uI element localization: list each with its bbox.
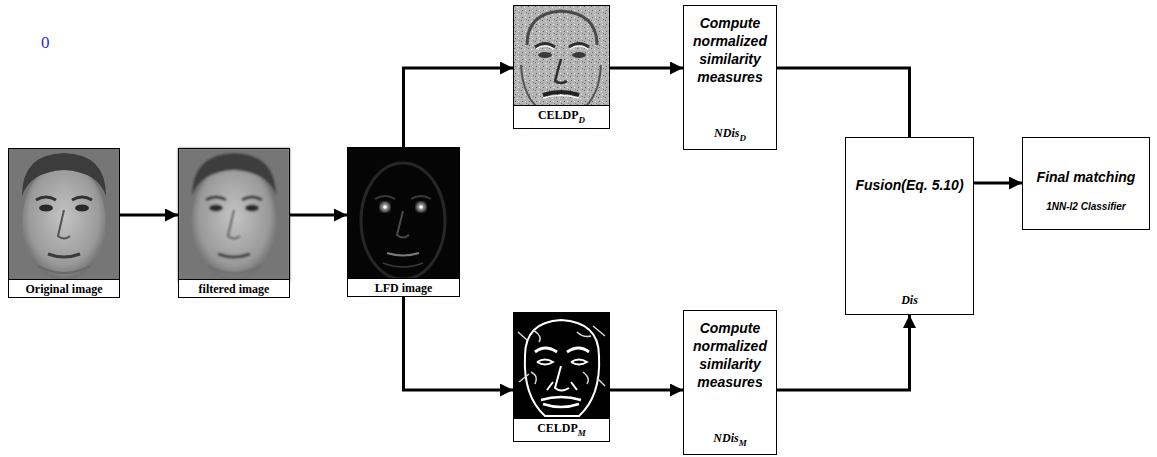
lfd-eye [380,202,390,212]
text-line: 1NN-l2 Classifier [1027,196,1145,214]
flow-arrow [777,68,910,137]
celdp-m-ground [513,312,610,424]
celdp-m-image [513,312,610,424]
lfd-chin [383,263,423,267]
text-line: LFD image [348,278,459,296]
subscript: D [579,115,586,125]
celdp-m-nose [547,366,577,391]
feature-image-box: CELDPD [513,5,610,129]
celdp-m-brows [535,348,589,352]
celdp-m-eyes [537,360,587,365]
process-box: Compute normalized similarity measuresND… [683,310,777,455]
celdp-d-texture [513,5,610,113]
text-line: Original image [9,279,119,297]
celdp-d-image [513,5,610,113]
celdp-d-mouth [543,92,579,95]
classifier-box: Final matching 1NN-l2 Classifier [1022,137,1150,230]
lfd-eye [416,202,426,212]
subscript: D [739,133,746,143]
text-line: Dis [850,290,969,308]
flow-arrow [290,214,347,217]
node-text: NDis [714,126,739,140]
node-text: LFD image [375,281,433,295]
node-text: Fusion(Eq. 5.10) [855,177,963,193]
flow-arrow [610,389,683,392]
flow-arrow [120,214,178,217]
flow-arrow [404,68,514,147]
text-line: NDisD [688,123,772,143]
original-face [8,148,120,282]
text-line: filtered image [179,279,289,297]
lfd-mouth [387,253,419,256]
node-text: CELDP [538,108,579,122]
filtered-face [178,148,290,282]
lfd-nose [397,211,409,238]
text-line: CELDPD [514,105,609,128]
flow-arrow [777,315,910,390]
text-line: Compute normalized similarity measures [688,319,772,391]
lfd-outline [361,163,445,279]
subscript: M [578,428,586,438]
text-line: CELDPM [514,418,609,441]
flow-arrow [974,182,1022,185]
image-box: LFD image [347,147,460,297]
celdp-d-mouth-light [543,96,579,99]
celdp-m-outline [525,320,599,416]
node-text: CELDP [537,421,578,435]
node-text: 1NN-l2 Classifier [1046,201,1125,212]
lfd-face [347,147,460,281]
lfd-brows [375,196,431,199]
fusion-box: Fusion(Eq. 5.10) Dis [845,137,974,315]
celdp-d-brows-light [536,46,588,49]
node-text: Dis [901,293,918,307]
text-line: Compute normalized similarity measures [688,14,772,86]
node-text: filtered image [199,282,270,296]
node-text: NDis [713,431,738,445]
celdp-d-edge [527,11,597,45]
text-line: Fusion(Eq. 5.10) [850,176,969,194]
node-text: Compute normalized similarity measures [693,320,767,390]
celdp-m-mouth [541,397,581,407]
callout-number: 0 [41,33,50,53]
lfd-ground [347,147,460,281]
lfd-eye-spot [419,205,423,209]
celdp-d-eye [572,52,586,58]
flow-arrow [610,67,683,70]
flow-arrow [404,297,514,390]
lfd-eye-spot [383,205,387,209]
node-text: Final matching [1037,169,1136,185]
image-box: filtered image [178,148,290,298]
process-box: Compute normalized similarity measuresND… [683,5,777,150]
celdp-m-texture [518,326,605,386]
text-line: NDisM [688,428,772,448]
node-text: Compute normalized similarity measures [693,15,767,85]
text-line: Final matching [1027,168,1145,186]
celdp-d-nose [555,59,567,83]
image-box: Original image [8,148,120,298]
subscript: M [739,438,747,448]
feature-image-box: CELDPM [513,312,610,442]
celdp-d-eye [538,52,552,58]
node-text: Original image [26,282,103,296]
